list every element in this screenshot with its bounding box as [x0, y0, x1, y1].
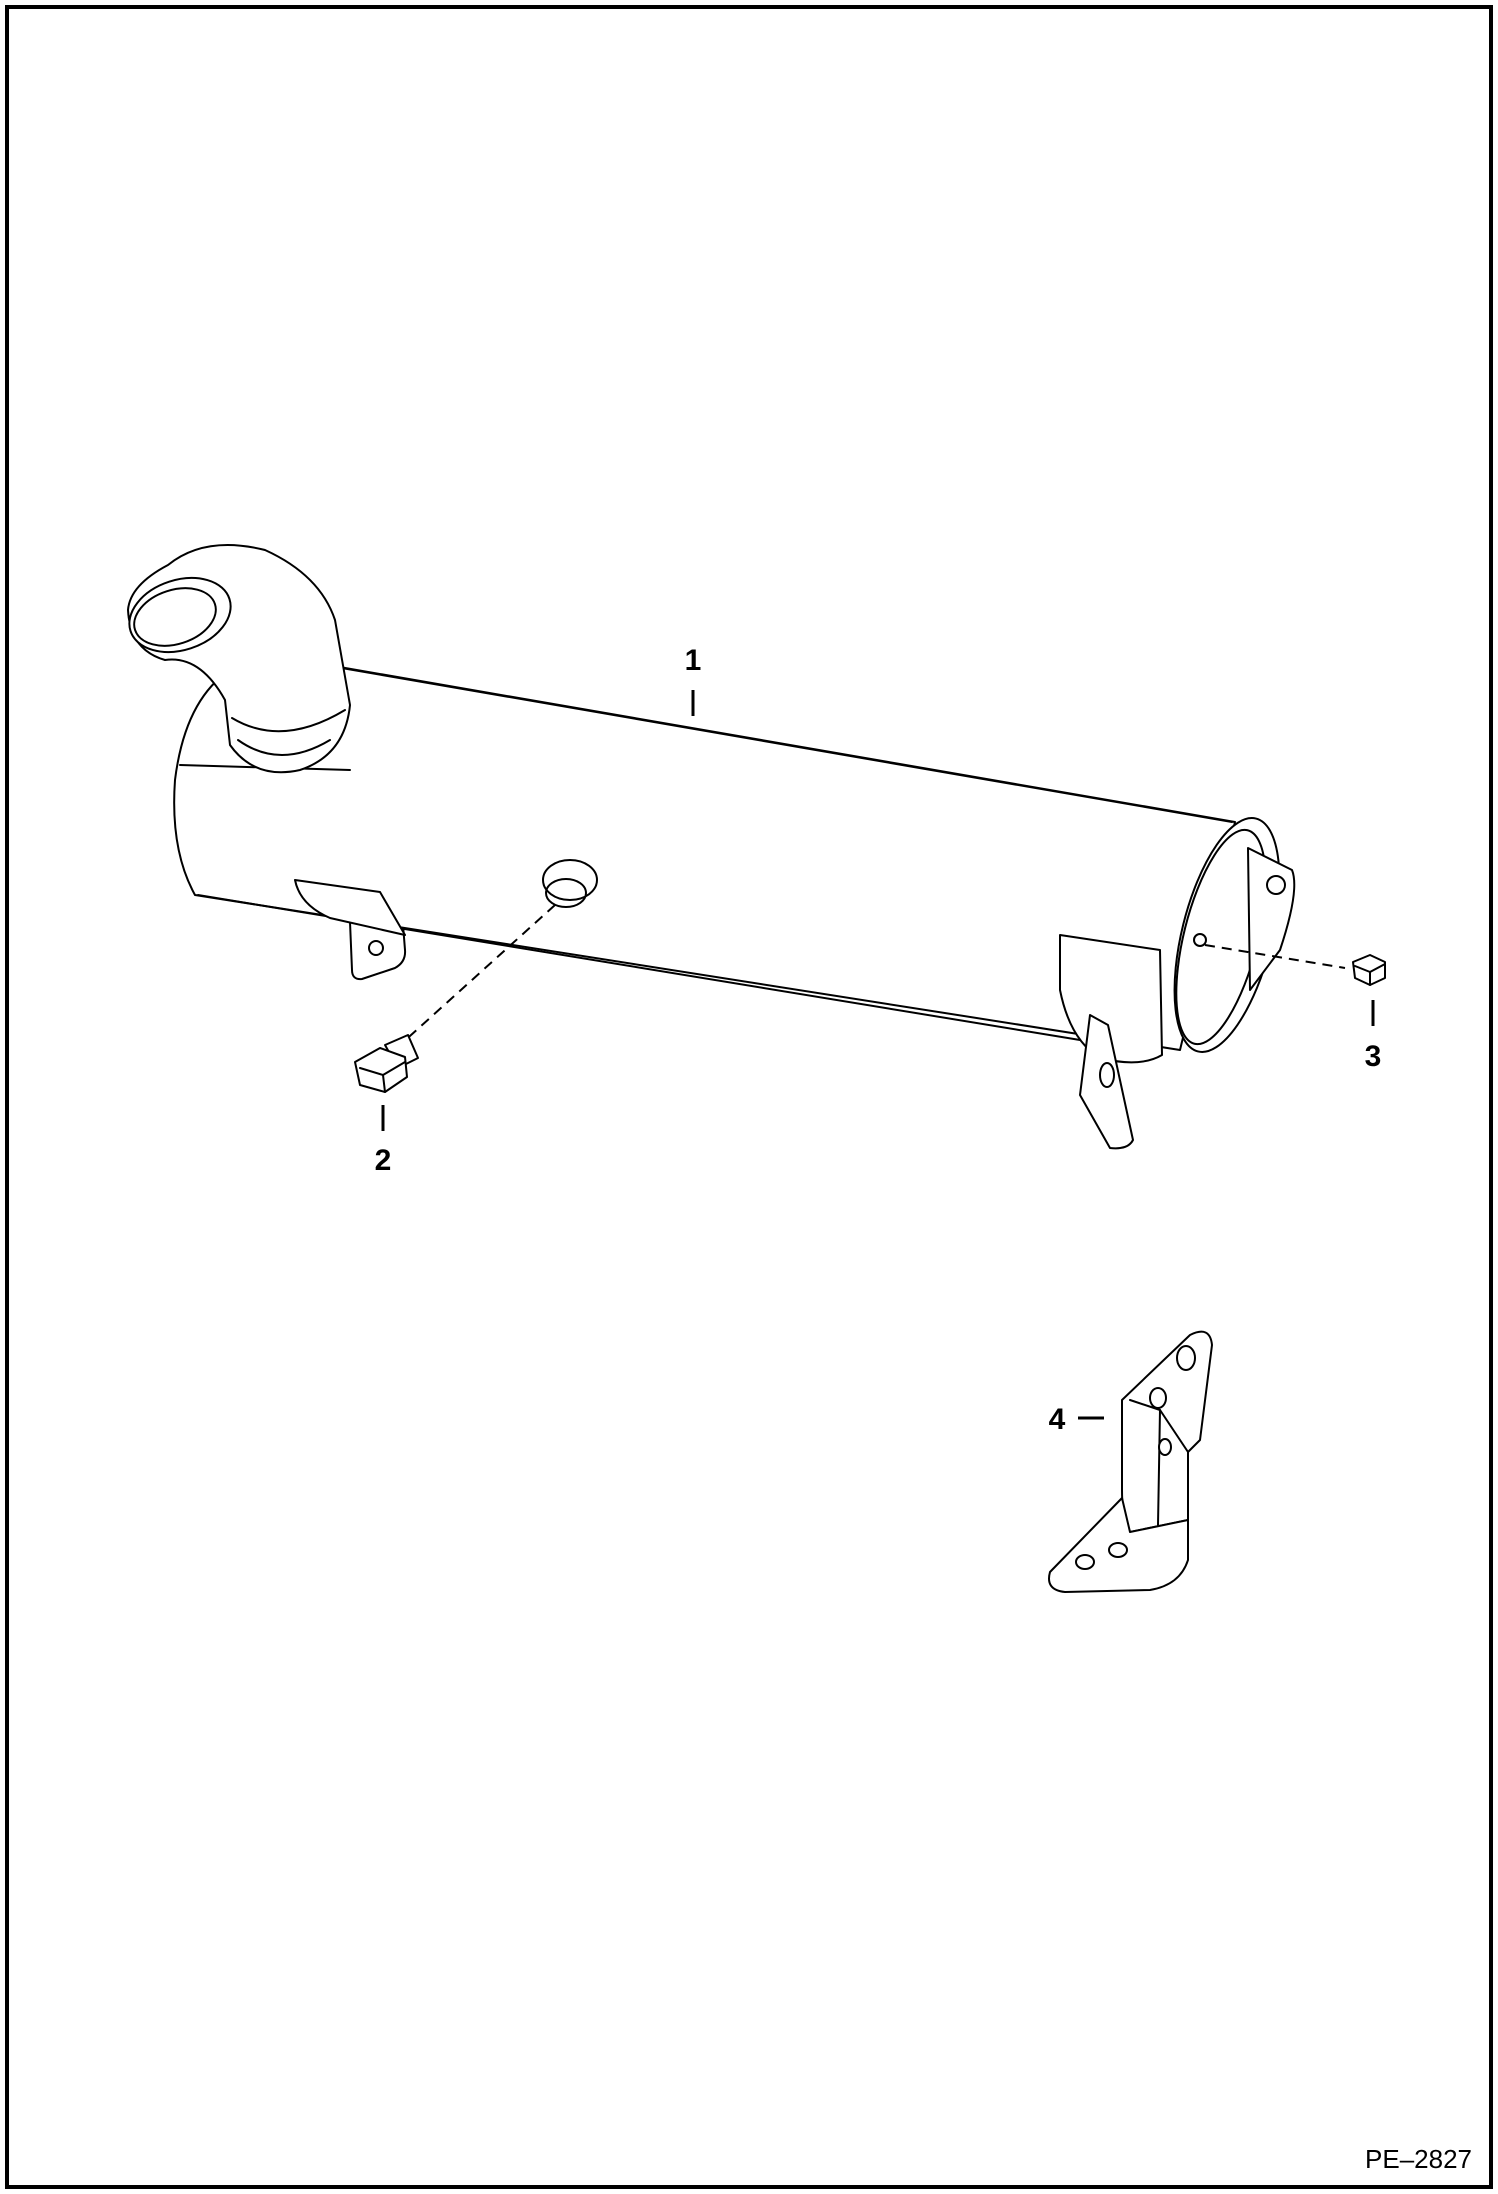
mount-hole: [368, 940, 384, 956]
plug-hex-edge: [382, 1074, 386, 1093]
bracket-hole: [1176, 1345, 1196, 1371]
callout-4: 4: [1049, 1403, 1066, 1436]
muffler: [127, 544, 1296, 1150]
end-cap-drain-hole: [1193, 933, 1207, 947]
muffler-top-edge: [329, 665, 1233, 823]
bracket-foot-hole: [1108, 1542, 1128, 1558]
exhaust-inlet-elbow: [127, 544, 351, 774]
end-cap-plug: [1352, 954, 1386, 986]
bracket-hole: [1149, 1387, 1167, 1409]
mounting-bracket: [1048, 1330, 1213, 1593]
callout-1: 1: [685, 644, 702, 677]
end-cap-flange-ear: [1247, 847, 1296, 991]
mount-hole: [1099, 1062, 1115, 1088]
bracket-bend-edge: [1157, 1409, 1161, 1526]
drain-plug: [354, 1034, 419, 1093]
inlet-collar-ring: [231, 709, 346, 733]
flange-hole: [1266, 875, 1286, 895]
drain-boss-inner: [545, 878, 587, 908]
callout-3: 3: [1365, 1040, 1382, 1073]
inlet-collar: [237, 739, 331, 756]
figure-code: PE–2827: [1365, 2144, 1472, 2174]
callout-2: 2: [375, 1144, 392, 1177]
bracket-foot-hole: [1075, 1554, 1095, 1570]
muffler-strap-left: [294, 879, 406, 936]
leader-line-part-2: [399, 904, 556, 1046]
small-plug-hex: [1352, 954, 1386, 986]
plug-hex-head: [354, 1047, 408, 1093]
bracket-upright: [1121, 1330, 1213, 1533]
leader-line-part-3: [1204, 944, 1346, 969]
bracket-hole: [1158, 1438, 1172, 1456]
diagram-border: [5, 5, 1493, 2189]
muffler-body: [173, 664, 1236, 1051]
inlet-pipe-inner: [133, 587, 217, 647]
